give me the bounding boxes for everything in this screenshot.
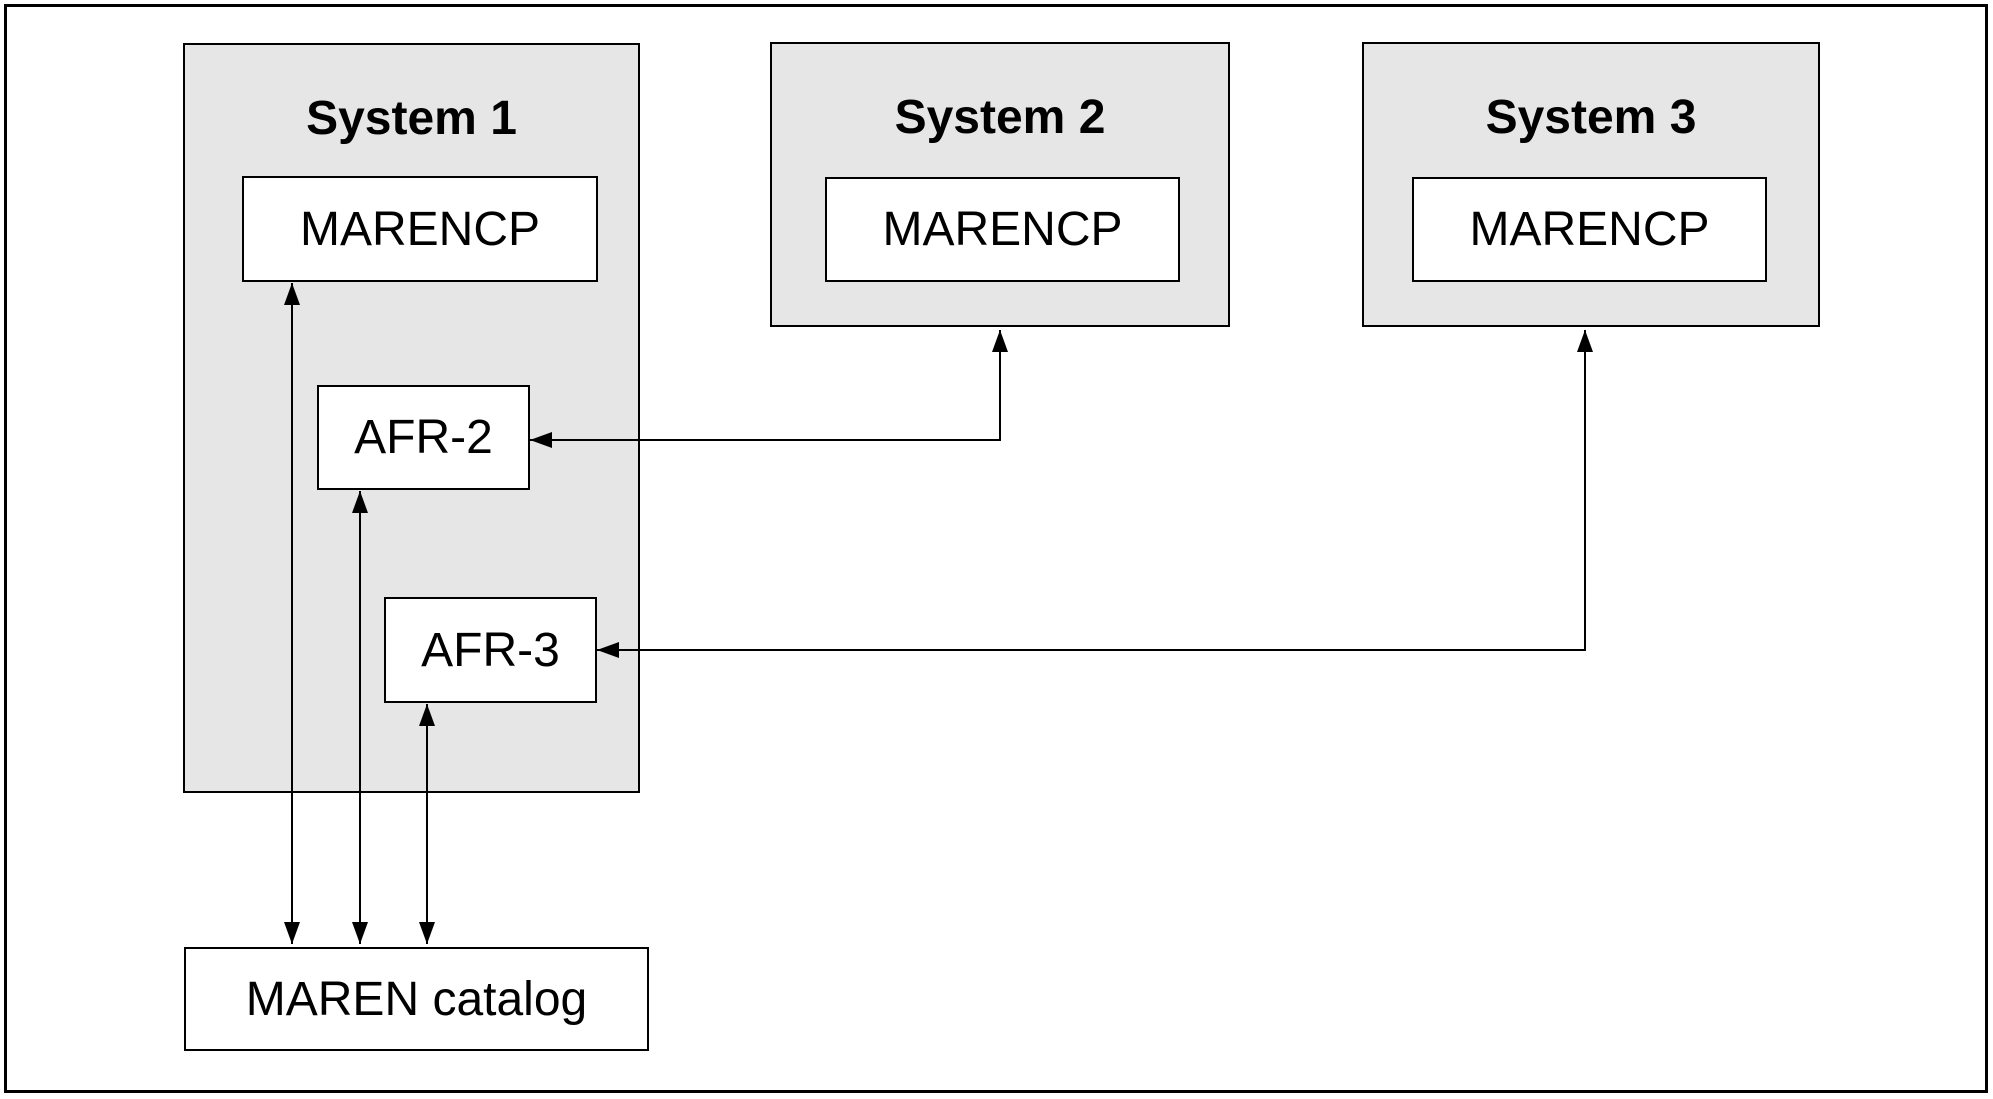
afr2-label: AFR-2 [354,411,493,464]
system1-marencp-box: MARENCP [242,176,598,282]
system2-marencp-box: MARENCP [825,177,1180,282]
system2-box: System 2 MARENCP [770,42,1230,327]
system2-title: System 2 [894,91,1106,144]
system3-title: System 3 [1485,91,1697,144]
system2-marencp-label: MARENCP [882,203,1123,256]
system1-marencp-label: MARENCP [299,202,541,256]
system3-box: System 3 MARENCP [1362,42,1820,327]
afr2-box: AFR-2 [317,385,530,490]
system3-marencp-box: MARENCP [1412,177,1767,282]
maren-catalog-box: MAREN catalog [184,947,649,1051]
afr3-label: AFR-3 [421,623,560,677]
system3-marencp-label: MARENCP [1469,203,1710,256]
afr3-box: AFR-3 [384,597,597,703]
system1-title: System 1 [306,92,517,145]
maren-catalog-label: MAREN catalog [245,972,588,1026]
system1-box: System 1 MARENCP AFR-2 AFR-3 [183,43,640,793]
diagram-frame [4,4,1988,1093]
